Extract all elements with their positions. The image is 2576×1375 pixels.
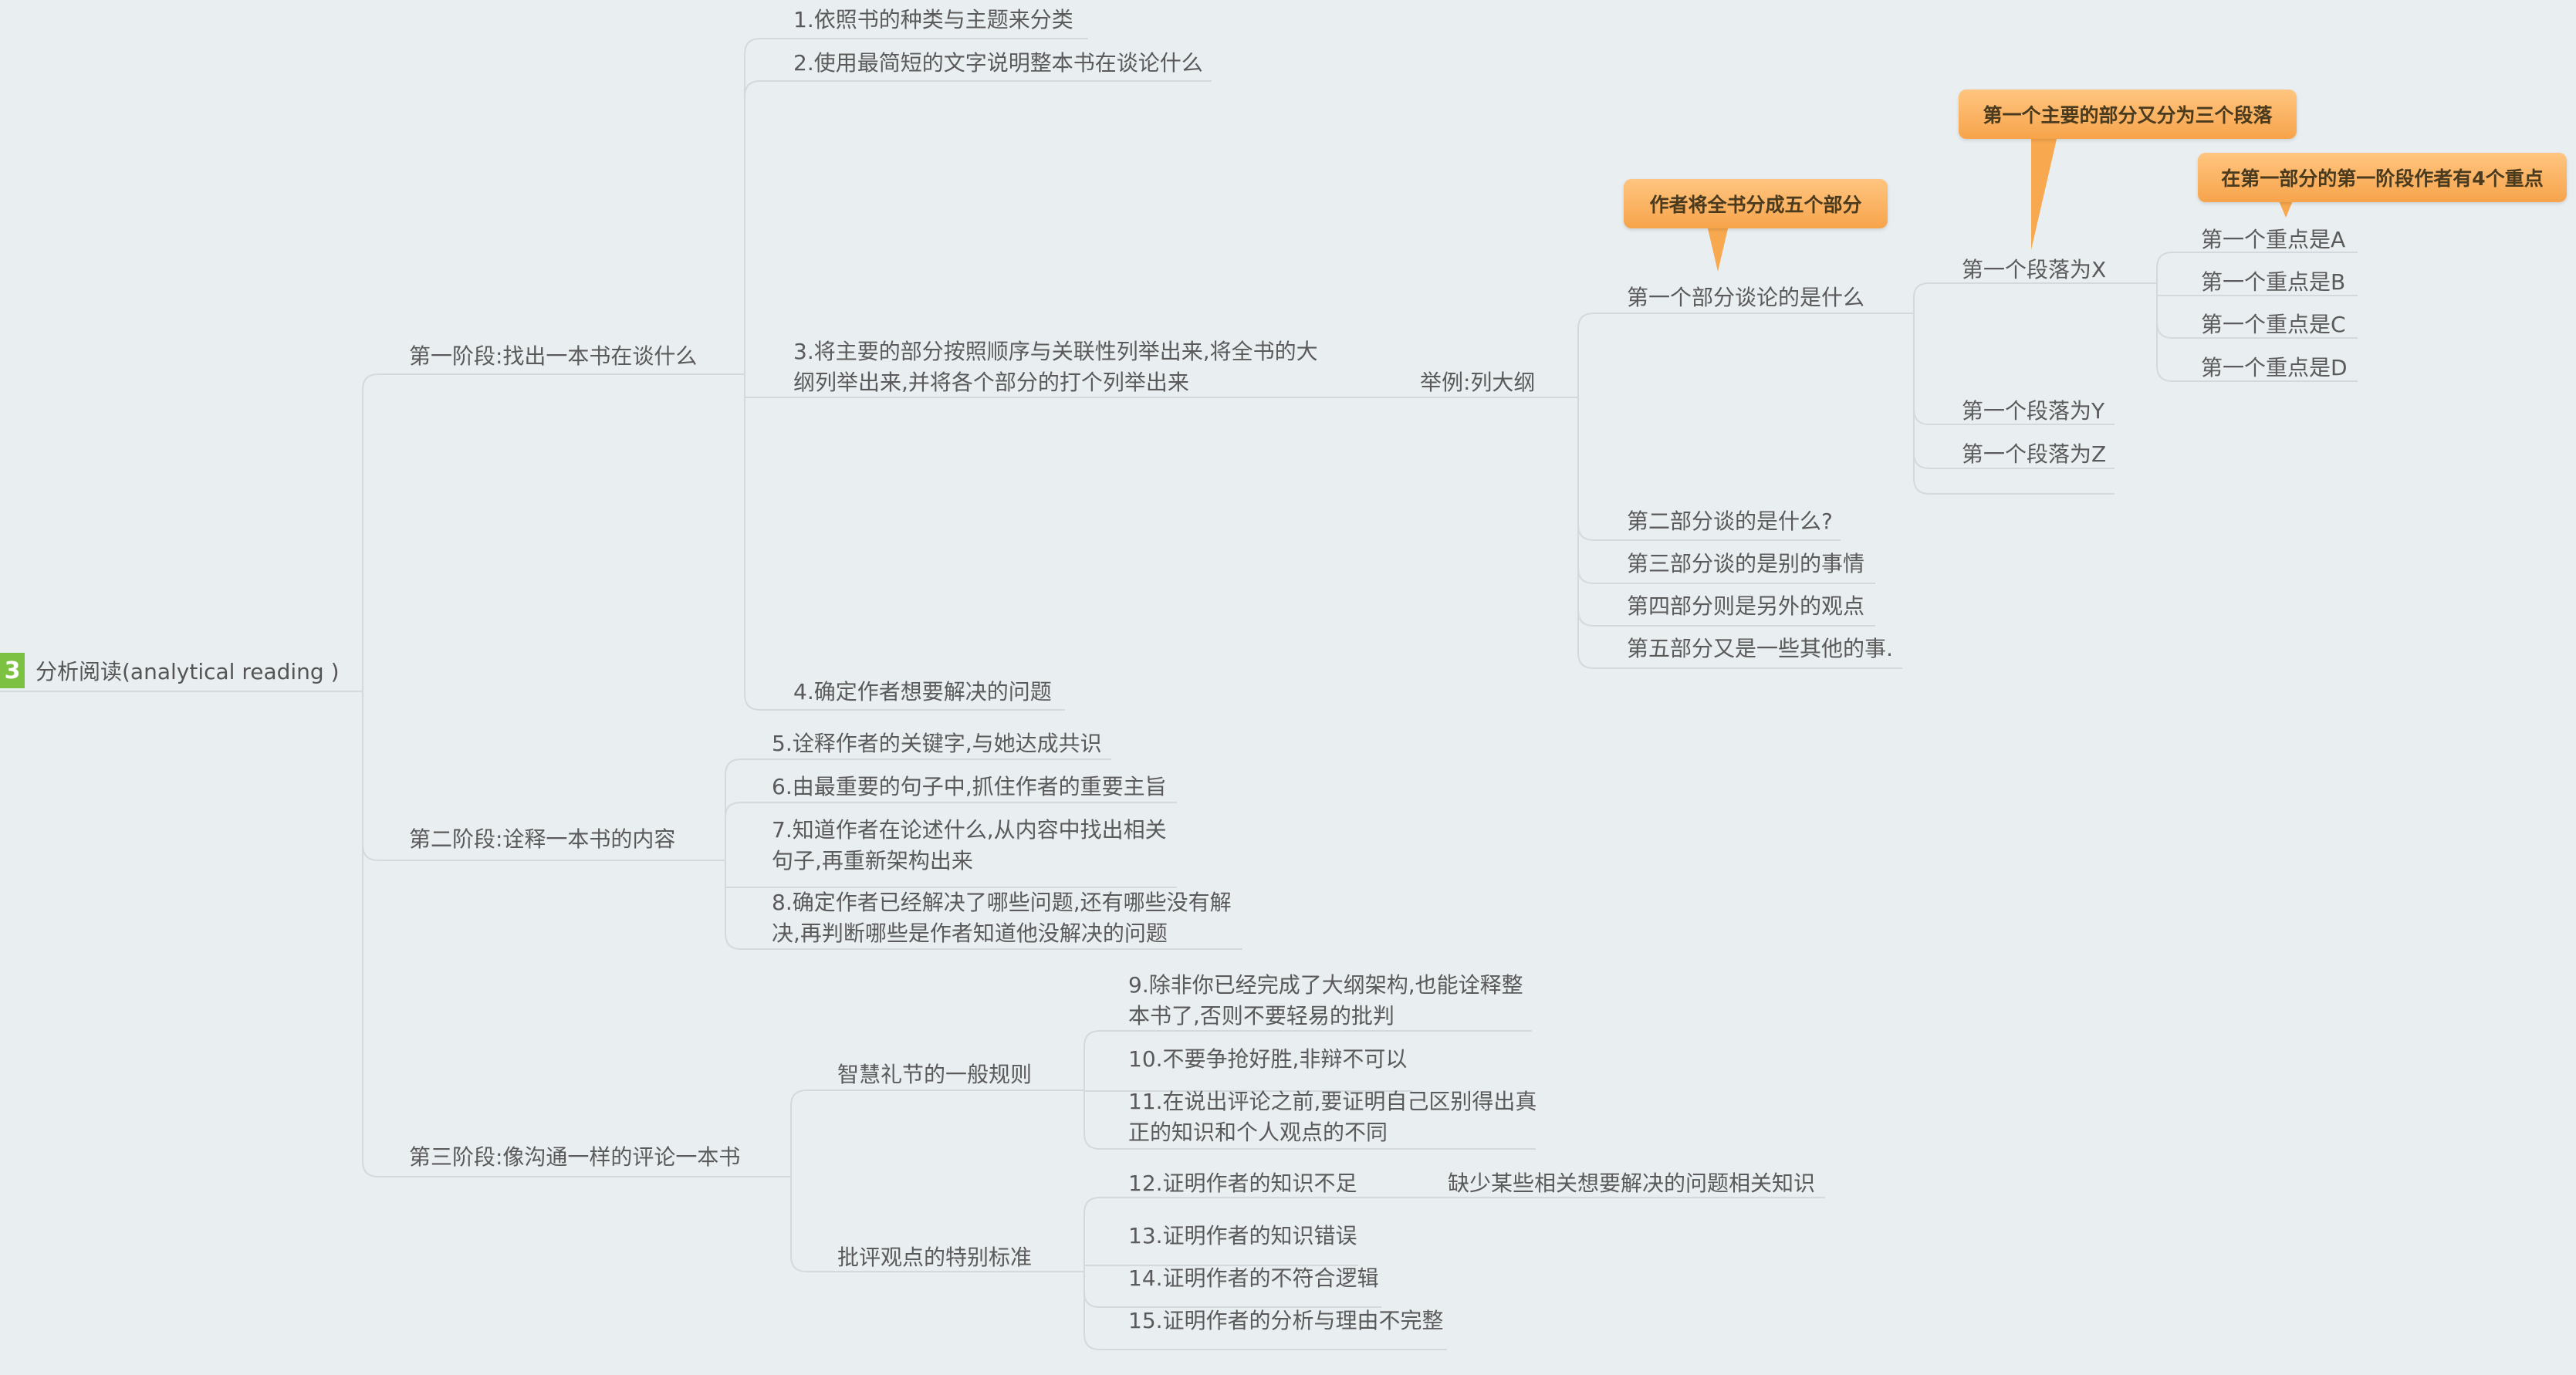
- criticism-standards-topic[interactable]: 批评观点的特别标准: [837, 1245, 1033, 1270]
- connector: [1083, 1090, 1536, 1150]
- stage1-item-4[interactable]: 4.确定作者想要解决的问题: [793, 679, 1052, 704]
- stage2-item-5[interactable]: 5.诠释作者的关键字,与她达成共识: [772, 731, 1102, 756]
- connector: [1913, 313, 2115, 495]
- stage3-item-10[interactable]: 10.不要争抢好胜,非辩不可以: [1128, 1046, 1408, 1072]
- part-3-topic[interactable]: 第三部分谈的是别的事情: [1627, 551, 1865, 576]
- knowledge-gap-note[interactable]: 缺少某些相关想要解决的问题相关知识: [1448, 1171, 1816, 1196]
- connector: [1913, 282, 2115, 313]
- stage3-item-13[interactable]: 13.证明作者的知识错误: [1128, 1223, 1357, 1248]
- stage3-item-15[interactable]: 15.证明作者的分析与理由不完整: [1128, 1308, 1444, 1333]
- connector: [744, 374, 1065, 711]
- stage3-topic[interactable]: 第三阶段:像沟通一样的评论一本书: [409, 1144, 741, 1170]
- stage3-item-11[interactable]: 11.在说出评论之前,要证明自己区别得出真正的知识和个人观点的不同: [1128, 1089, 1537, 1145]
- part-4-topic[interactable]: 第四部分则是另外的观点: [1627, 593, 1865, 619]
- callout-five-parts[interactable]: 作者将全书分成五个部分: [1624, 179, 1888, 228]
- point-b-topic[interactable]: 第一个重点是B: [2201, 269, 2346, 295]
- connector: [725, 802, 1177, 860]
- point-c-topic[interactable]: 第一个重点是C: [2201, 312, 2346, 337]
- connector: [790, 1177, 1084, 1272]
- stage1-topic[interactable]: 第一阶段:找出一本书在谈什么: [409, 343, 698, 369]
- part-1-topic[interactable]: 第一个部分谈论的是什么: [1627, 285, 1865, 310]
- connector: [1083, 1197, 1366, 1272]
- stage2-item-8[interactable]: 8.确定作者已经解决了哪些问题,还有哪些没有解决,再判断哪些是作者知道他没解决的…: [772, 890, 1232, 946]
- connector: [2156, 283, 2358, 382]
- connector: [744, 80, 1212, 374]
- root-topic[interactable]: 3 分析阅读(analytical reading ): [0, 653, 340, 688]
- paragraph-y-topic[interactable]: 第一个段落为Y: [1962, 398, 2105, 424]
- connector: [1083, 1272, 1447, 1350]
- connector: [1577, 312, 1883, 397]
- paragraph-z-topic[interactable]: 第一个段落为Z: [1962, 441, 2107, 467]
- stage3-item-9[interactable]: 9.除非你已经完成了大纲架构,也能诠释整本书了,否则不要轻易的批判: [1128, 972, 1523, 1029]
- callout-pointer: [1707, 225, 1729, 272]
- stage1-item-1[interactable]: 1.依照书的种类与主题来分类: [793, 7, 1073, 32]
- connector: [1083, 1030, 1532, 1090]
- callout-pointer: [2031, 136, 2057, 250]
- stage2-topic[interactable]: 第二阶段:诠释一本书的内容: [409, 826, 676, 852]
- part-5-topic[interactable]: 第五部分又是一些其他的事.: [1627, 636, 1893, 661]
- stage1-item-3[interactable]: 3.将主要的部分按照顺序与关联性列举出来,将全书的大纲列举出来,并将各个部分的打…: [793, 339, 1318, 395]
- connector: [362, 373, 745, 691]
- stage2-item-7[interactable]: 7.知道作者在论述什么,从内容中找出相关句子,再重新架构出来: [772, 817, 1167, 873]
- point-a-topic[interactable]: 第一个重点是A: [2201, 227, 2346, 252]
- callout-four-points[interactable]: 在第一部分的第一阶段作者有4个重点: [2198, 153, 2567, 202]
- connector: [362, 691, 791, 1177]
- connector: [1577, 397, 1902, 669]
- connector: [725, 860, 1242, 950]
- etiquette-rules-topic[interactable]: 智慧礼节的一般规则: [837, 1062, 1033, 1087]
- connector: [725, 758, 1111, 860]
- connector: [2156, 252, 2358, 283]
- connector: [744, 38, 1088, 374]
- stage3-item-14[interactable]: 14.证明作者的不符合逻辑: [1128, 1265, 1379, 1291]
- callout-three-paragraphs[interactable]: 第一个主要的部分又分为三个段落: [1959, 90, 2297, 139]
- stage1-item-2[interactable]: 2.使用最简短的文字说明整本书在谈论什么: [793, 50, 1203, 76]
- topic-number-badge: 3: [0, 653, 25, 688]
- part-2-topic[interactable]: 第二部分谈的是什么?: [1627, 508, 1833, 534]
- connector: [790, 1090, 1084, 1177]
- callout-pointer: [2278, 199, 2294, 218]
- stage2-item-6[interactable]: 6.由最重要的句子中,抓住作者的重要主旨: [772, 774, 1167, 799]
- root-topic-label: 分析阅读(analytical reading ): [35, 659, 340, 684]
- point-d-topic[interactable]: 第一个重点是D: [2201, 355, 2348, 380]
- outline-example-topic[interactable]: 举例:列大纲: [1420, 370, 1536, 395]
- stage3-item-12[interactable]: 12.证明作者的知识不足: [1128, 1171, 1357, 1196]
- paragraph-x-topic[interactable]: 第一个段落为X: [1962, 257, 2107, 282]
- connector: [1083, 1265, 1358, 1272]
